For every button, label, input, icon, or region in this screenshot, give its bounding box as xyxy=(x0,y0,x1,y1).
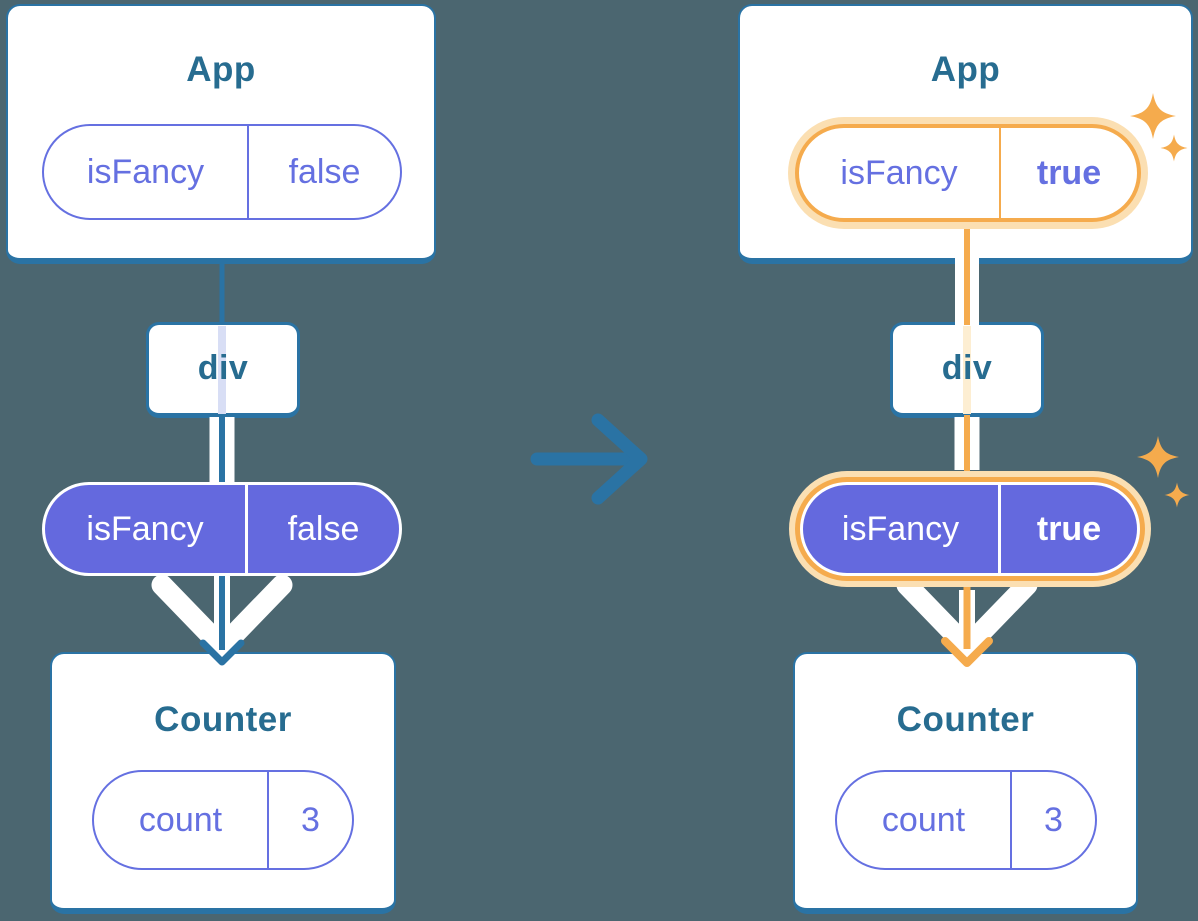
context-value: false xyxy=(245,485,399,573)
state-value: 3 xyxy=(267,772,352,868)
prop-key: isFancy xyxy=(86,152,205,191)
app-title: App xyxy=(930,50,1001,89)
state-value: 3 xyxy=(1010,772,1095,868)
chevron-white-before xyxy=(151,574,293,658)
context-pill-after-highlighted: isFancy true xyxy=(800,482,1140,576)
context-key: isFancy xyxy=(841,509,960,548)
div-label: div xyxy=(941,348,993,387)
state-key: count xyxy=(881,800,966,839)
sparkle-icon xyxy=(1164,482,1190,508)
context-key: isFancy xyxy=(86,509,204,548)
app-prop-pill-before: isFancy false xyxy=(42,124,402,220)
prop-value: false xyxy=(247,126,400,218)
context-pill-before: isFancy false xyxy=(42,482,402,576)
counter-state-pill-after: count 3 xyxy=(835,770,1097,870)
prop-key: isFancy xyxy=(840,153,958,192)
sparkle-icon xyxy=(1137,436,1179,478)
state-key: count xyxy=(138,800,223,839)
counter-title: Counter xyxy=(154,700,292,739)
context-trace-through-div xyxy=(218,326,226,414)
chevron-white-after xyxy=(896,574,1038,658)
counter-state-pill-before: count 3 xyxy=(92,770,354,870)
app-title: App xyxy=(186,50,256,89)
counter-title: Counter xyxy=(896,700,1035,739)
div-label: div xyxy=(197,348,249,387)
context-trace-through-div-highlighted xyxy=(963,326,971,414)
context-value: true xyxy=(998,485,1137,573)
app-prop-pill-after-highlighted: isFancy true xyxy=(795,124,1141,222)
transition-arrow-icon xyxy=(530,413,648,505)
prop-value: true xyxy=(999,128,1137,218)
